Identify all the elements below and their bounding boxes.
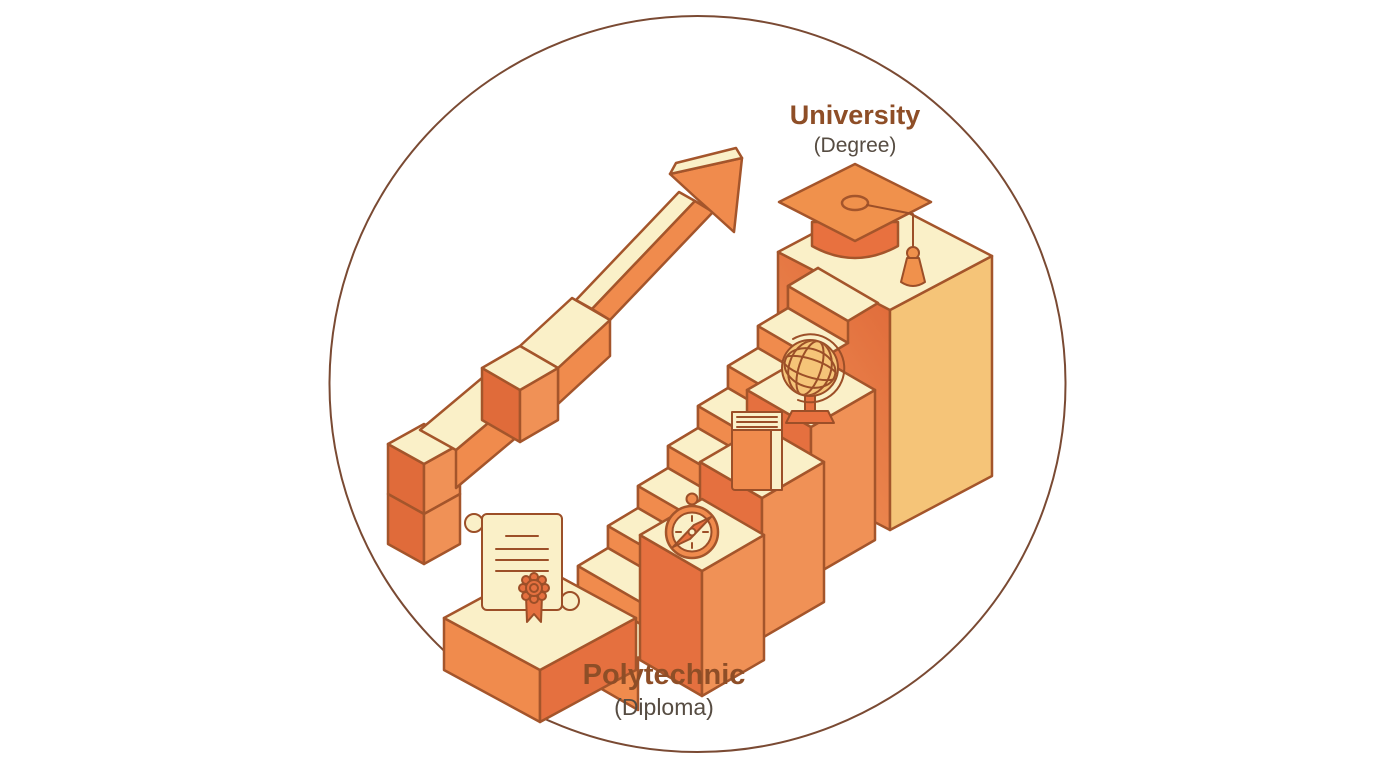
- cap-button: [840, 194, 870, 212]
- globe-icon: [781, 333, 846, 424]
- polytechnic-label: Polytechnic: [583, 659, 746, 691]
- scroll-bottom-curl: [560, 591, 580, 611]
- tassel: [900, 257, 926, 287]
- compass-ticks: [675, 515, 709, 549]
- scroll-text-lines: [495, 535, 549, 572]
- globe-frame-arc: [792, 333, 846, 404]
- arrowhead: [668, 146, 744, 234]
- book-pages-side: [770, 429, 783, 491]
- circle-frame: [328, 15, 1067, 753]
- growth-arrow-icon: [386, 146, 744, 566]
- cap-cord: [866, 204, 914, 248]
- university-sublabel: (Degree): [814, 134, 897, 157]
- book-icon: [731, 411, 783, 491]
- compass-pivot: [687, 527, 697, 537]
- compass-crown: [685, 492, 699, 506]
- book-page-lines: [736, 416, 778, 428]
- scroll-seal: [518, 572, 550, 623]
- scroll-top-curl: [464, 513, 484, 533]
- diploma-scroll-icon: [464, 513, 580, 623]
- seal-core: [525, 579, 543, 597]
- labels: University (Degree) Polytechnic (Diploma…: [583, 100, 921, 720]
- tread: [786, 266, 880, 323]
- arrow-shaft: [574, 190, 715, 322]
- polytechnic-sublabel: (Diploma): [614, 694, 714, 720]
- globe-base: [785, 410, 835, 424]
- compass-icon: [664, 492, 720, 560]
- university-label: University: [790, 100, 921, 130]
- seal-inner-ring: [529, 583, 539, 593]
- graduation-cap-icon: [777, 162, 933, 287]
- arrow-joint-cube: [480, 344, 560, 444]
